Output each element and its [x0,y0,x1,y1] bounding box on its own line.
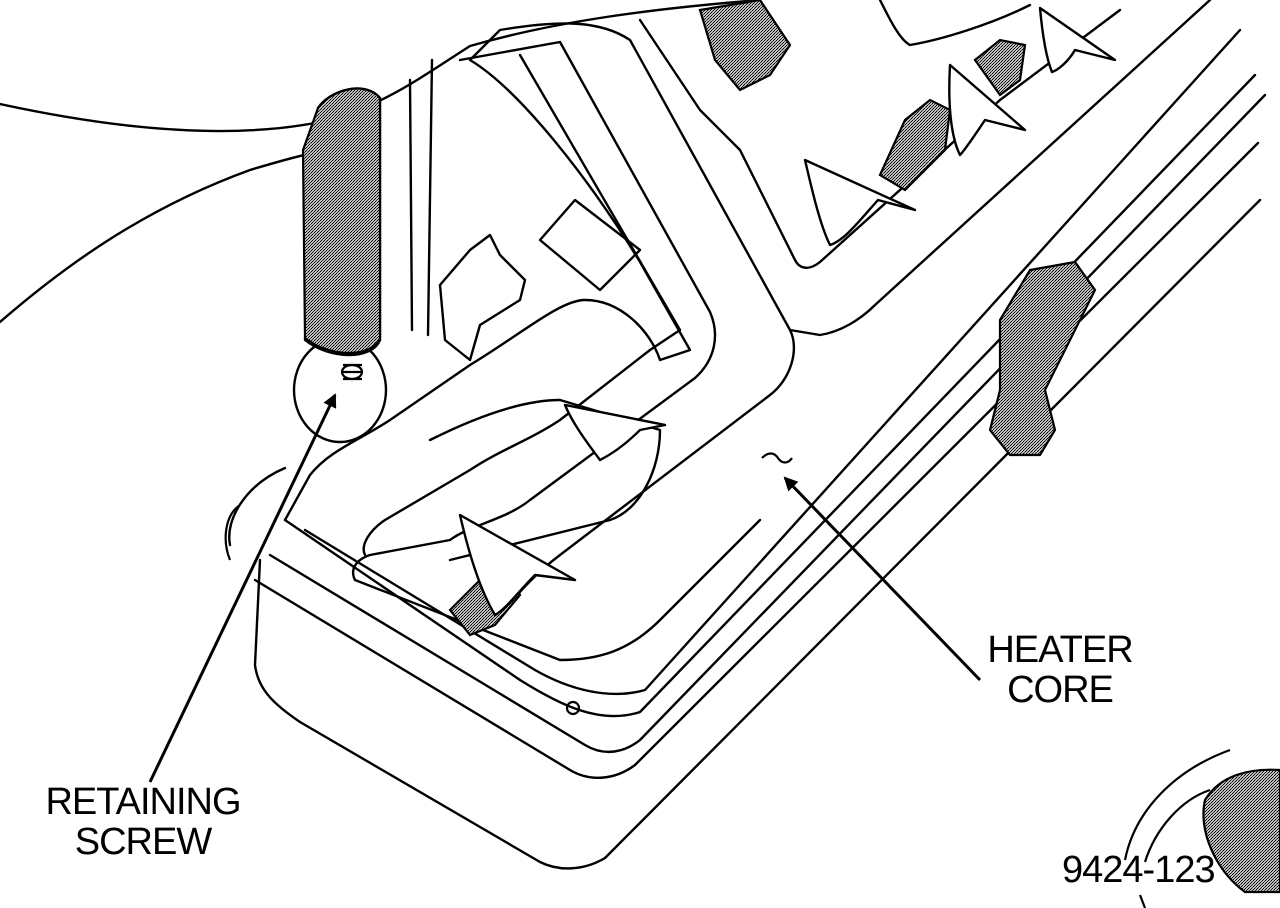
pipe-tube-right [408,78,414,332]
tilde-mark [761,452,793,464]
core-frame-inner-lower [303,28,1242,696]
retaining-screw-leader [148,393,337,783]
corner-arc-3 [1138,894,1147,908]
retaining-screw-label: RETAINING SCREW [28,782,258,862]
core-tube-outer [351,40,717,582]
upper-duct-edge [878,0,1032,47]
screw-head-top [1038,6,1117,74]
dash-panel-edge [0,0,762,133]
pipe-clamp [438,233,527,362]
corner-arc-1 [1123,748,1231,861]
left-pipe-shaded [301,87,382,355]
heater-core-label-line2: CORE [1007,669,1114,711]
tray-hole [565,700,581,716]
heater-core-label-line1: HEATER [987,629,1133,671]
screw-head-upper2 [948,63,1027,157]
core-frame-outer [283,22,796,612]
retaining-screw-threads [343,363,362,381]
hose-clamp-shaded [988,260,1097,457]
pipe-tube-right-2 [426,58,434,337]
housing-tray-outer [253,198,1262,870]
corner-arc-2 [1143,788,1211,863]
retaining-screw-label-line1: RETAINING [45,781,241,823]
upper-duct [638,8,1122,269]
figure-number: 9424-123 [1062,849,1216,891]
screw-head-lower [458,513,577,617]
screw-upper2-shaded [973,38,1027,97]
heater-core-leader [783,476,982,682]
core-frame-lower [283,73,1257,718]
retaining-screw-label-line2: SCREW [74,821,212,863]
tray-curl [224,504,241,561]
screw-upper-shaded [878,98,952,192]
housing-tray-rim-inner [268,93,1267,754]
screw-head-mid [563,403,667,462]
core-edge-line [538,198,642,292]
upper-duct-lip [788,0,1212,337]
upper-pipe-shaded [698,0,792,92]
corner-knob-shaded [1202,768,1280,894]
screw-head-upper [803,158,917,247]
core-tube-base [353,518,762,662]
housing-tray-rim [228,141,1260,779]
heater-core-label: HEATER CORE [975,630,1145,710]
core-tube-inner [362,53,682,557]
dash-panel-curve [0,146,342,324]
